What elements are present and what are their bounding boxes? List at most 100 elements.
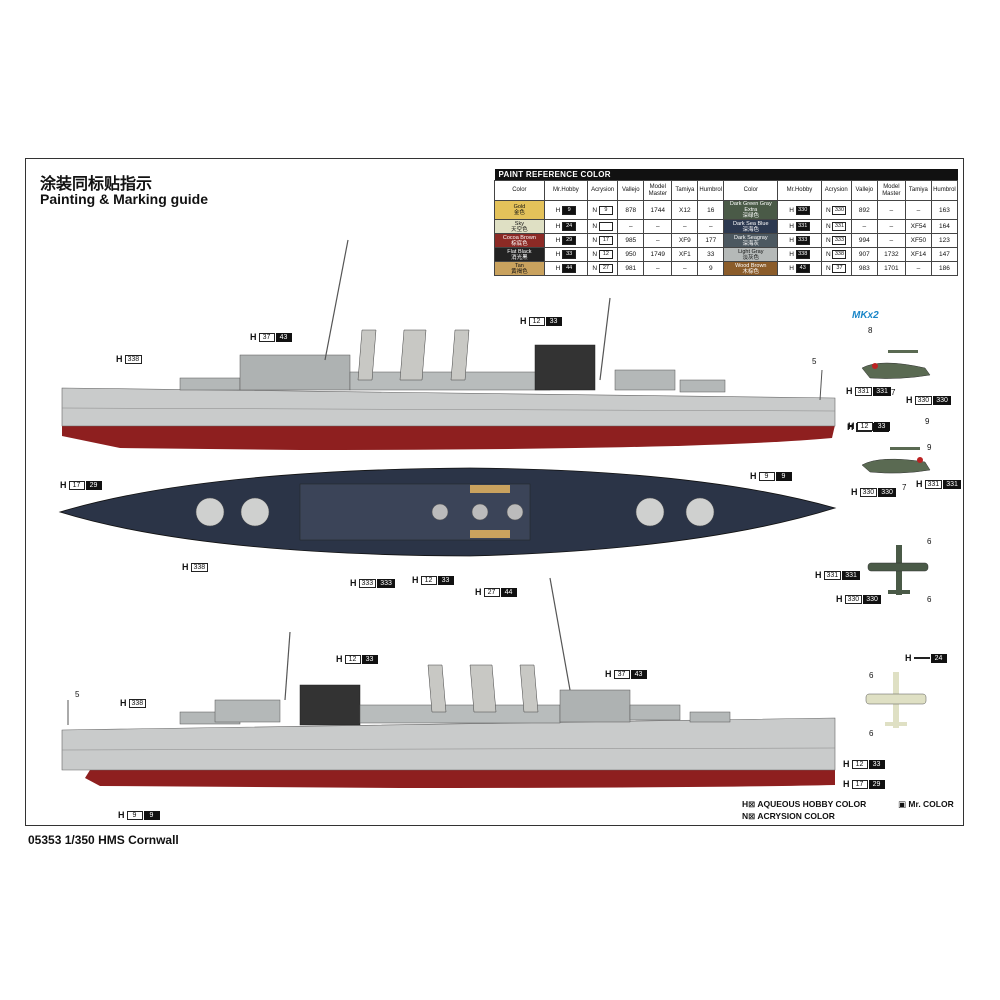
badge-code: 12 — [344, 654, 361, 664]
callout-number: 9 — [925, 417, 930, 426]
guide-frame — [25, 158, 964, 826]
badge-letter: H — [412, 575, 419, 585]
callout-number: 7 — [891, 388, 896, 397]
legend-mr-text: Mr. COLOR — [908, 799, 954, 809]
badge-letter: H — [848, 421, 855, 431]
badge-code — [913, 657, 930, 659]
footer-caption: 05353 1/350 HMS Cornwall — [28, 833, 179, 847]
hull-side-lower — [61, 717, 836, 771]
badge-code: 330 — [914, 395, 933, 405]
badge-code-dark: 331 — [873, 386, 891, 396]
badge-code: 17 — [851, 779, 868, 789]
acrysion-code: N 333 — [820, 233, 852, 248]
badge-code: 27 — [483, 587, 500, 597]
acrysion-code: N 17 — [586, 233, 619, 248]
badge-code: 333 — [358, 578, 377, 588]
badge-code-dark: 44 — [500, 587, 517, 597]
badge-letter: H — [250, 332, 257, 342]
aircraft-side-1 — [861, 350, 931, 379]
badge-code: 12 — [851, 759, 868, 769]
model-master-code: – — [876, 233, 906, 248]
badge-letter: H — [350, 578, 357, 588]
badge-letter: H — [843, 759, 850, 769]
callout-number: 6 — [927, 595, 932, 604]
hull-side-top — [61, 387, 836, 427]
badge-code-dark: 330 — [933, 395, 951, 405]
tamiya-code: – — [671, 261, 699, 276]
badge-letter: H — [843, 779, 850, 789]
model-master-code: – — [643, 261, 673, 276]
mr-hobby-code: H 338 — [777, 247, 822, 262]
badge-code-dark: 33 — [437, 575, 454, 585]
badge-code-dark: 43 — [275, 332, 292, 342]
mr-hobby-code: H 330 — [777, 200, 822, 220]
badge-code: 331 — [854, 386, 873, 396]
badge-code-dark: 29 — [85, 480, 102, 490]
badge-code: 9 — [126, 810, 143, 820]
paint-table-title: PAINT REFERENCE COLOR — [494, 169, 958, 181]
title-english: Painting & Marking guide — [40, 191, 209, 207]
legend-acrysion: N⊠ ACRYSION COLOR — [742, 811, 835, 821]
badge-code: 338 — [128, 698, 147, 708]
callout-number: 6 — [869, 671, 874, 680]
humbrol-code: 9 — [697, 261, 725, 276]
badge-code-dark: 333 — [377, 578, 395, 588]
aircraft-top — [867, 545, 929, 595]
badge-letter: H — [851, 487, 858, 497]
badge-code: 338 — [124, 354, 143, 364]
callout-number: 8 — [868, 326, 873, 335]
model-master-code: 1732 — [876, 247, 906, 262]
badge-code-dark: 330 — [863, 594, 881, 604]
badge-letter: H — [836, 594, 843, 604]
badge-code: 37 — [258, 332, 275, 342]
badge-letter: H — [336, 654, 343, 664]
callout-number: 6 — [927, 537, 932, 546]
badge-code: 12 — [528, 316, 545, 326]
callout-number: 5 — [75, 690, 80, 699]
badge-letter: H — [750, 471, 757, 481]
badge-code-dark: 331 — [943, 479, 961, 489]
acrysion-code: N 338 — [820, 247, 852, 262]
badge-code: 12 — [856, 421, 873, 431]
hull-bottom-top — [62, 425, 835, 450]
callout-number: 6 — [869, 729, 874, 738]
badge-letter: H — [847, 422, 854, 432]
badge-letter: H — [605, 669, 612, 679]
humbrol-code: 186 — [930, 261, 959, 276]
aircraft-side-2 — [861, 447, 931, 474]
badge-code-dark: 9 — [775, 471, 792, 481]
badge-letter: H — [60, 480, 67, 490]
badge-letter: H — [520, 316, 527, 326]
badge-code: 330 — [844, 594, 863, 604]
badge-code-dark: 9 — [143, 810, 160, 820]
ship-profile-top — [61, 239, 836, 450]
